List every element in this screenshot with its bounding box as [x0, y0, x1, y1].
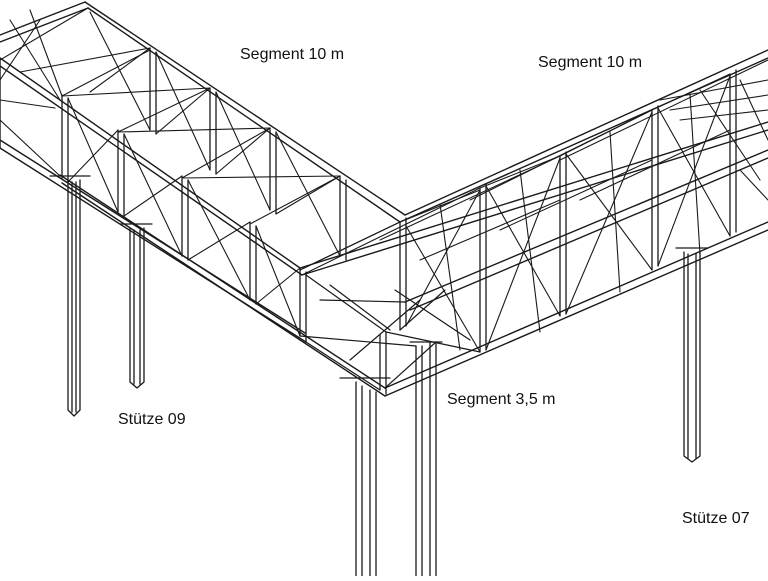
- column-corner-front-right: [415, 341, 437, 577]
- column-stuetze-09-inner: [129, 227, 145, 389]
- column-stuetze-07: [683, 251, 701, 463]
- corner-segment: [49, 175, 709, 391]
- right-truss-diagonals: [301, 59, 768, 353]
- segment-label-left: Segment 10 m: [240, 46, 345, 63]
- right-truss-verticals: [379, 69, 737, 395]
- left-truss-diagonals: [0, 7, 401, 337]
- segment-label-corner: Segment 3,5 m: [447, 391, 556, 408]
- column-stuetze-09-left: [67, 179, 81, 417]
- left-truss-chords: [0, 1, 406, 397]
- column-label-stuetze-09: Stütze 09: [118, 411, 186, 428]
- segment-label-right: Segment 10 m: [538, 54, 643, 71]
- column-label-stuetze-07: Stütze 07: [682, 510, 750, 527]
- column-corner-front-left: [355, 381, 377, 577]
- right-truss-chords: [299, 49, 768, 397]
- left-truss-verticals: [61, 47, 347, 343]
